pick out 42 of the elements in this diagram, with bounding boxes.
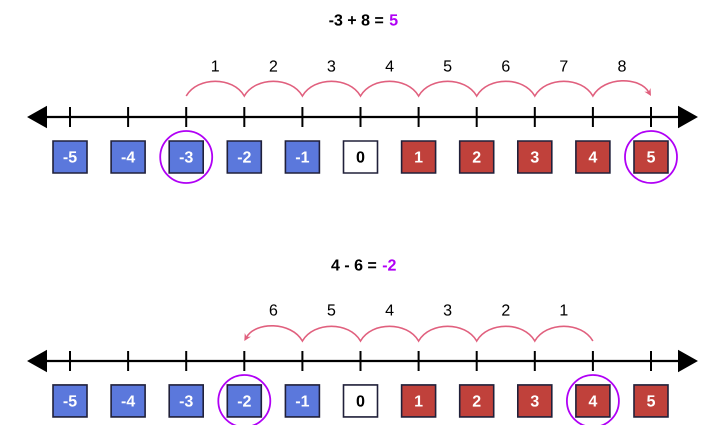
number-tile: 0 <box>342 140 378 174</box>
number-tile: -3 <box>168 140 204 174</box>
number-tile: 4 <box>575 140 611 174</box>
result-text: -2 <box>382 259 396 271</box>
number-tile: 5 <box>633 384 669 418</box>
hop-number: 6 <box>502 60 510 72</box>
number-tile: -2 <box>226 384 262 418</box>
number-tile: -5 <box>52 140 88 174</box>
number-tile: 3 <box>517 140 553 174</box>
number-tile: 2 <box>458 384 494 418</box>
hop-number: 5 <box>444 60 452 72</box>
hop-number: 2 <box>502 304 510 316</box>
equation-text: 4 - 6 = <box>331 259 376 271</box>
number-tile: 5 <box>633 140 669 174</box>
number-tile: -4 <box>110 384 146 418</box>
number-tile: -1 <box>284 384 320 418</box>
hop-number: 4 <box>386 304 394 316</box>
number-tile: -5 <box>52 384 88 418</box>
number-tile: -1 <box>284 140 320 174</box>
number-tile: 1 <box>400 140 436 174</box>
number-tile: 3 <box>517 384 553 418</box>
result-text: 5 <box>390 14 398 26</box>
equation-text: -3 + 8 = <box>329 14 384 26</box>
hop-number: 8 <box>618 60 626 72</box>
hop-number: 3 <box>444 304 452 316</box>
hop-number: 2 <box>270 60 278 72</box>
highlight-circle <box>159 130 214 184</box>
number-tile: 0 <box>342 384 378 418</box>
number-tile: 4 <box>575 384 611 418</box>
number-tile: 1 <box>400 384 436 418</box>
number-tile: -2 <box>226 140 262 174</box>
hop-number: 5 <box>328 304 336 316</box>
hop-number: 7 <box>560 60 568 72</box>
hop-number: 1 <box>560 304 568 316</box>
hop-number: 3 <box>328 60 336 72</box>
number-tile: -4 <box>110 140 146 174</box>
hop-number: 1 <box>212 60 219 72</box>
number-tile: 2 <box>458 140 494 174</box>
highlight-circle <box>624 130 678 184</box>
number-tile: -3 <box>168 384 204 418</box>
hop-number: 6 <box>270 304 278 316</box>
hop-number: 4 <box>386 60 394 72</box>
